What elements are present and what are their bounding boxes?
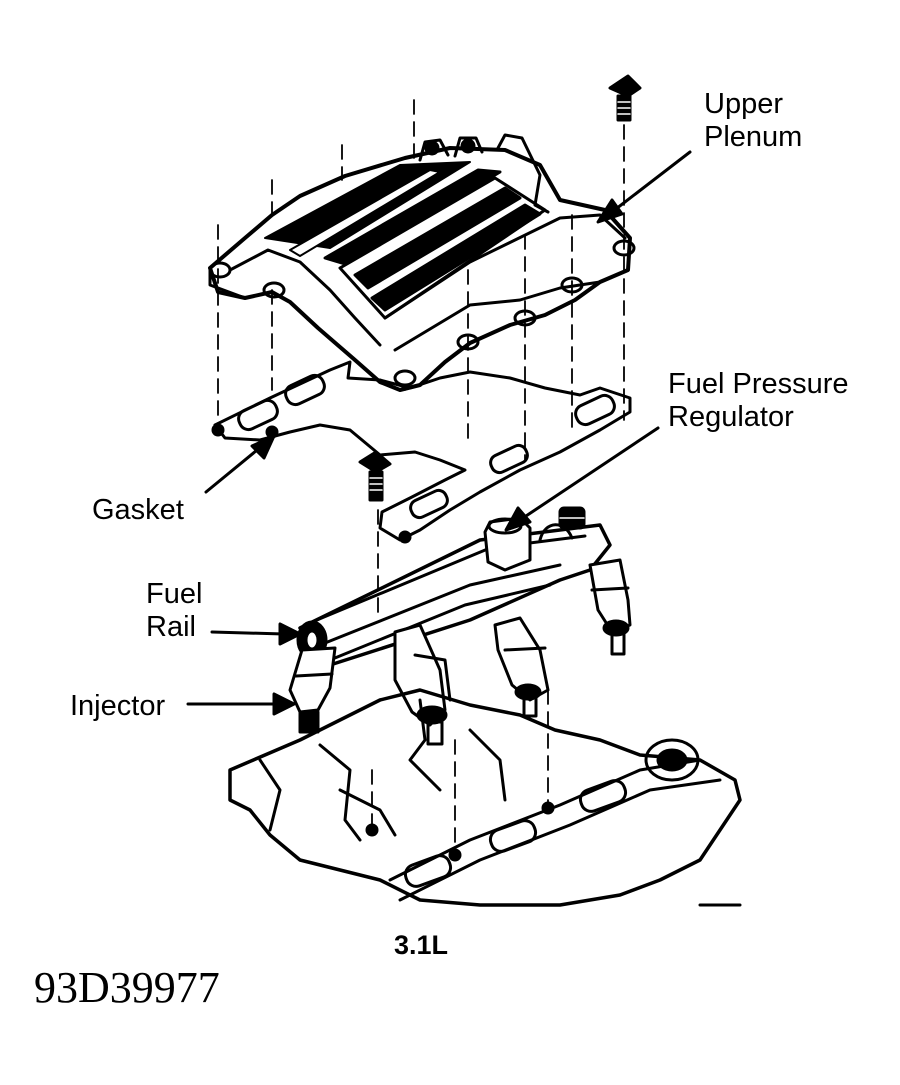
fuel-pressure-regulator-label-line2: Regulator <box>668 401 794 433</box>
lower-bolt <box>358 450 392 502</box>
fuel-rail-part <box>296 506 612 667</box>
fuel-rail-label-line1: Fuel <box>146 578 203 610</box>
injector-arrow <box>186 692 296 716</box>
fuel-rail-label-line2: Rail <box>146 611 196 643</box>
upper-plenum-part <box>208 133 636 392</box>
injector-label: Injector <box>70 690 166 722</box>
injector-4 <box>588 558 632 656</box>
fuel-rail-label: Fuel Rail <box>146 578 202 644</box>
alignment-lines <box>217 99 625 856</box>
figure-id: 93D39977 <box>34 963 220 1012</box>
injector-3 <box>493 616 550 718</box>
engine-caption: 3.1L <box>394 930 449 960</box>
upper-gasket-part <box>211 360 632 544</box>
gasket-label: Gasket <box>92 494 184 526</box>
upper-plenum-arrow <box>596 150 692 224</box>
injector-2 <box>393 623 452 746</box>
injector-1 <box>288 646 337 734</box>
fuel-pressure-regulator-label-line1: Fuel Pressure <box>668 368 849 400</box>
injectors <box>288 558 632 746</box>
lower-intake-manifold <box>228 688 742 907</box>
fuel-rail-arrow <box>210 622 302 646</box>
fuel-pressure-regulator-label: Fuel Pressure Regulator <box>668 368 849 434</box>
upper-plenum-label-line2: Plenum <box>704 121 803 153</box>
fuel-pressure-regulator-arrow <box>504 426 660 532</box>
upper-bolt <box>608 74 642 122</box>
upper-plenum-label-line1: Upper <box>704 88 783 120</box>
upper-plenum-label: Upper Plenum <box>704 88 802 154</box>
gasket-arrow <box>204 434 276 494</box>
leader-arrows <box>186 150 692 716</box>
